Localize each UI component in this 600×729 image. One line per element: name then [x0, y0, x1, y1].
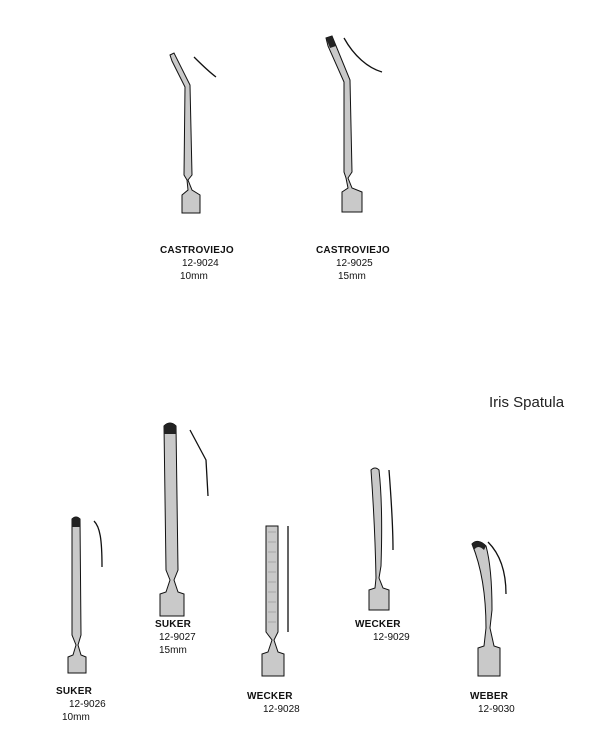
section-heading: Iris Spatula — [489, 394, 565, 411]
castroviejo-10mm-spatula-illustration — [169, 52, 217, 214]
instrument-size: 10mm — [62, 712, 90, 723]
instrument-name: CASTROVIEJO — [160, 245, 234, 256]
instrument-size: 15mm — [159, 645, 187, 656]
instrument-size: 15mm — [338, 271, 366, 282]
instrument-name: CASTROVIEJO — [316, 245, 390, 256]
catalog-number: 12-9029 — [373, 632, 410, 643]
weber-spatula-illustration — [471, 540, 507, 677]
instrument-label-12-9024: CASTROVIEJO 12-9024 10mm — [160, 244, 234, 283]
catalog-number: 12-9024 — [182, 258, 219, 269]
wecker-12-9029-spatula-illustration — [368, 467, 394, 611]
suker-15mm-spatula-illustration — [159, 422, 209, 617]
instrument-name: SUKER — [155, 619, 192, 630]
catalog-number: 12-9027 — [159, 632, 196, 643]
instrument-label-12-9027: SUKER 12-9027 15mm — [155, 618, 196, 657]
catalog-number: 12-9025 — [336, 258, 373, 269]
instrument-label-12-9028: WECKER 12-9028 — [247, 690, 300, 716]
instrument-name: SUKER — [56, 686, 93, 697]
instrument-name: WECKER — [247, 691, 293, 702]
instrument-name: WEBER — [470, 691, 509, 702]
instrument-name: WECKER — [355, 619, 401, 630]
castroviejo-15mm-spatula-illustration — [325, 35, 383, 213]
instrument-label-12-9026: SUKER 12-9026 10mm — [56, 685, 106, 724]
catalog-number: 12-9028 — [263, 704, 300, 715]
instrument-label-12-9025: CASTROVIEJO 12-9025 15mm — [316, 244, 390, 283]
catalog-number: 12-9026 — [69, 699, 106, 710]
suker-10mm-spatula-illustration — [67, 516, 103, 674]
instrument-label-12-9030: WEBER 12-9030 — [470, 690, 515, 716]
instrument-size: 10mm — [180, 271, 208, 282]
catalog-number: 12-9030 — [478, 704, 515, 715]
instrument-label-12-9029: WECKER 12-9029 — [355, 618, 410, 644]
wecker-12-9028-spatula-illustration — [261, 525, 289, 677]
